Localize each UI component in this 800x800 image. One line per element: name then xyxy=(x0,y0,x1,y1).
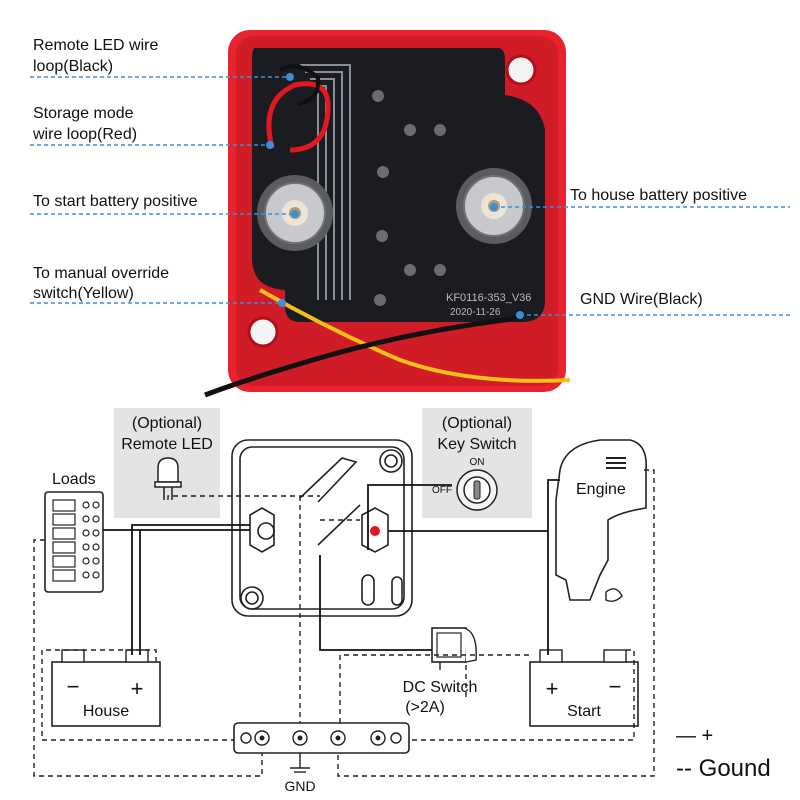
callout-start-battery: To start battery positive xyxy=(33,193,198,210)
dc-switch-line1: DC Switch xyxy=(403,679,478,696)
dc-switch-line2: (>2A) xyxy=(405,699,445,716)
mounting-hole-bottom-left xyxy=(247,316,279,348)
house-label: House xyxy=(83,703,129,720)
positive-wires xyxy=(103,479,560,655)
key-on-label: ON xyxy=(470,457,485,468)
callout-gnd-wire: GND Wire(Black) xyxy=(580,291,703,308)
optional-led-line2: Remote LED xyxy=(121,436,213,453)
start-minus: − xyxy=(609,674,622,699)
mounting-hole-top-right xyxy=(505,54,537,86)
loads-label: Loads xyxy=(52,471,96,488)
yellow-override-wire xyxy=(259,288,571,383)
isolator-photo: KF0116-353_V36 2020-11-26 xyxy=(204,30,571,398)
callout-dots xyxy=(266,73,524,319)
legend-positive: — + xyxy=(676,725,713,747)
black-led-wire-loop xyxy=(279,64,321,106)
loads-switch-panel xyxy=(44,491,104,593)
ground-wires xyxy=(33,469,655,777)
ground-symbol xyxy=(290,753,310,773)
gnd-bus-bar xyxy=(233,722,410,754)
red-storage-wire-loop xyxy=(266,81,331,153)
callout-house-battery: To house battery positive xyxy=(570,187,747,204)
start-plus: + xyxy=(546,676,559,701)
isolator-red-indicator xyxy=(370,526,380,536)
pcb-pads xyxy=(372,90,446,306)
callout-remote-led-line1: Remote LED wire xyxy=(33,37,158,54)
callout-override-line1: To manual override xyxy=(33,265,169,282)
dc-rocker-switch-icon xyxy=(431,627,477,670)
callout-override-line2: switch(Yellow) xyxy=(33,285,134,302)
optional-led-line1: (Optional) xyxy=(132,415,202,432)
key-off-label: OFF xyxy=(432,485,452,496)
engine-label: Engine xyxy=(576,481,626,498)
isolator-outline xyxy=(231,439,413,617)
start-label: Start xyxy=(567,703,601,720)
board-marking-line2: 2020-11-26 xyxy=(450,307,501,318)
gnd-label: GND xyxy=(284,778,315,794)
black-gnd-wire xyxy=(204,315,521,398)
engine-outboard-icon xyxy=(555,439,647,603)
callout-storage-line2: wire loop(Red) xyxy=(32,126,137,143)
house-plus: + xyxy=(131,676,144,701)
callout-storage-line1: Storage mode xyxy=(33,105,134,122)
house-minus: − xyxy=(67,674,80,699)
optional-key-line1: (Optional) xyxy=(442,415,512,432)
callout-remote-led-line2: loop(Black) xyxy=(33,58,113,75)
remote-led-icon xyxy=(154,457,182,500)
key-switch-icon xyxy=(456,469,498,511)
legend-ground: -- Gound xyxy=(676,755,771,782)
callout-lines xyxy=(30,76,790,316)
board-marking-line1: KF0116-353_V36 xyxy=(446,292,531,304)
start-battery-icon xyxy=(529,649,639,727)
optional-key-line2: Key Switch xyxy=(437,436,516,453)
